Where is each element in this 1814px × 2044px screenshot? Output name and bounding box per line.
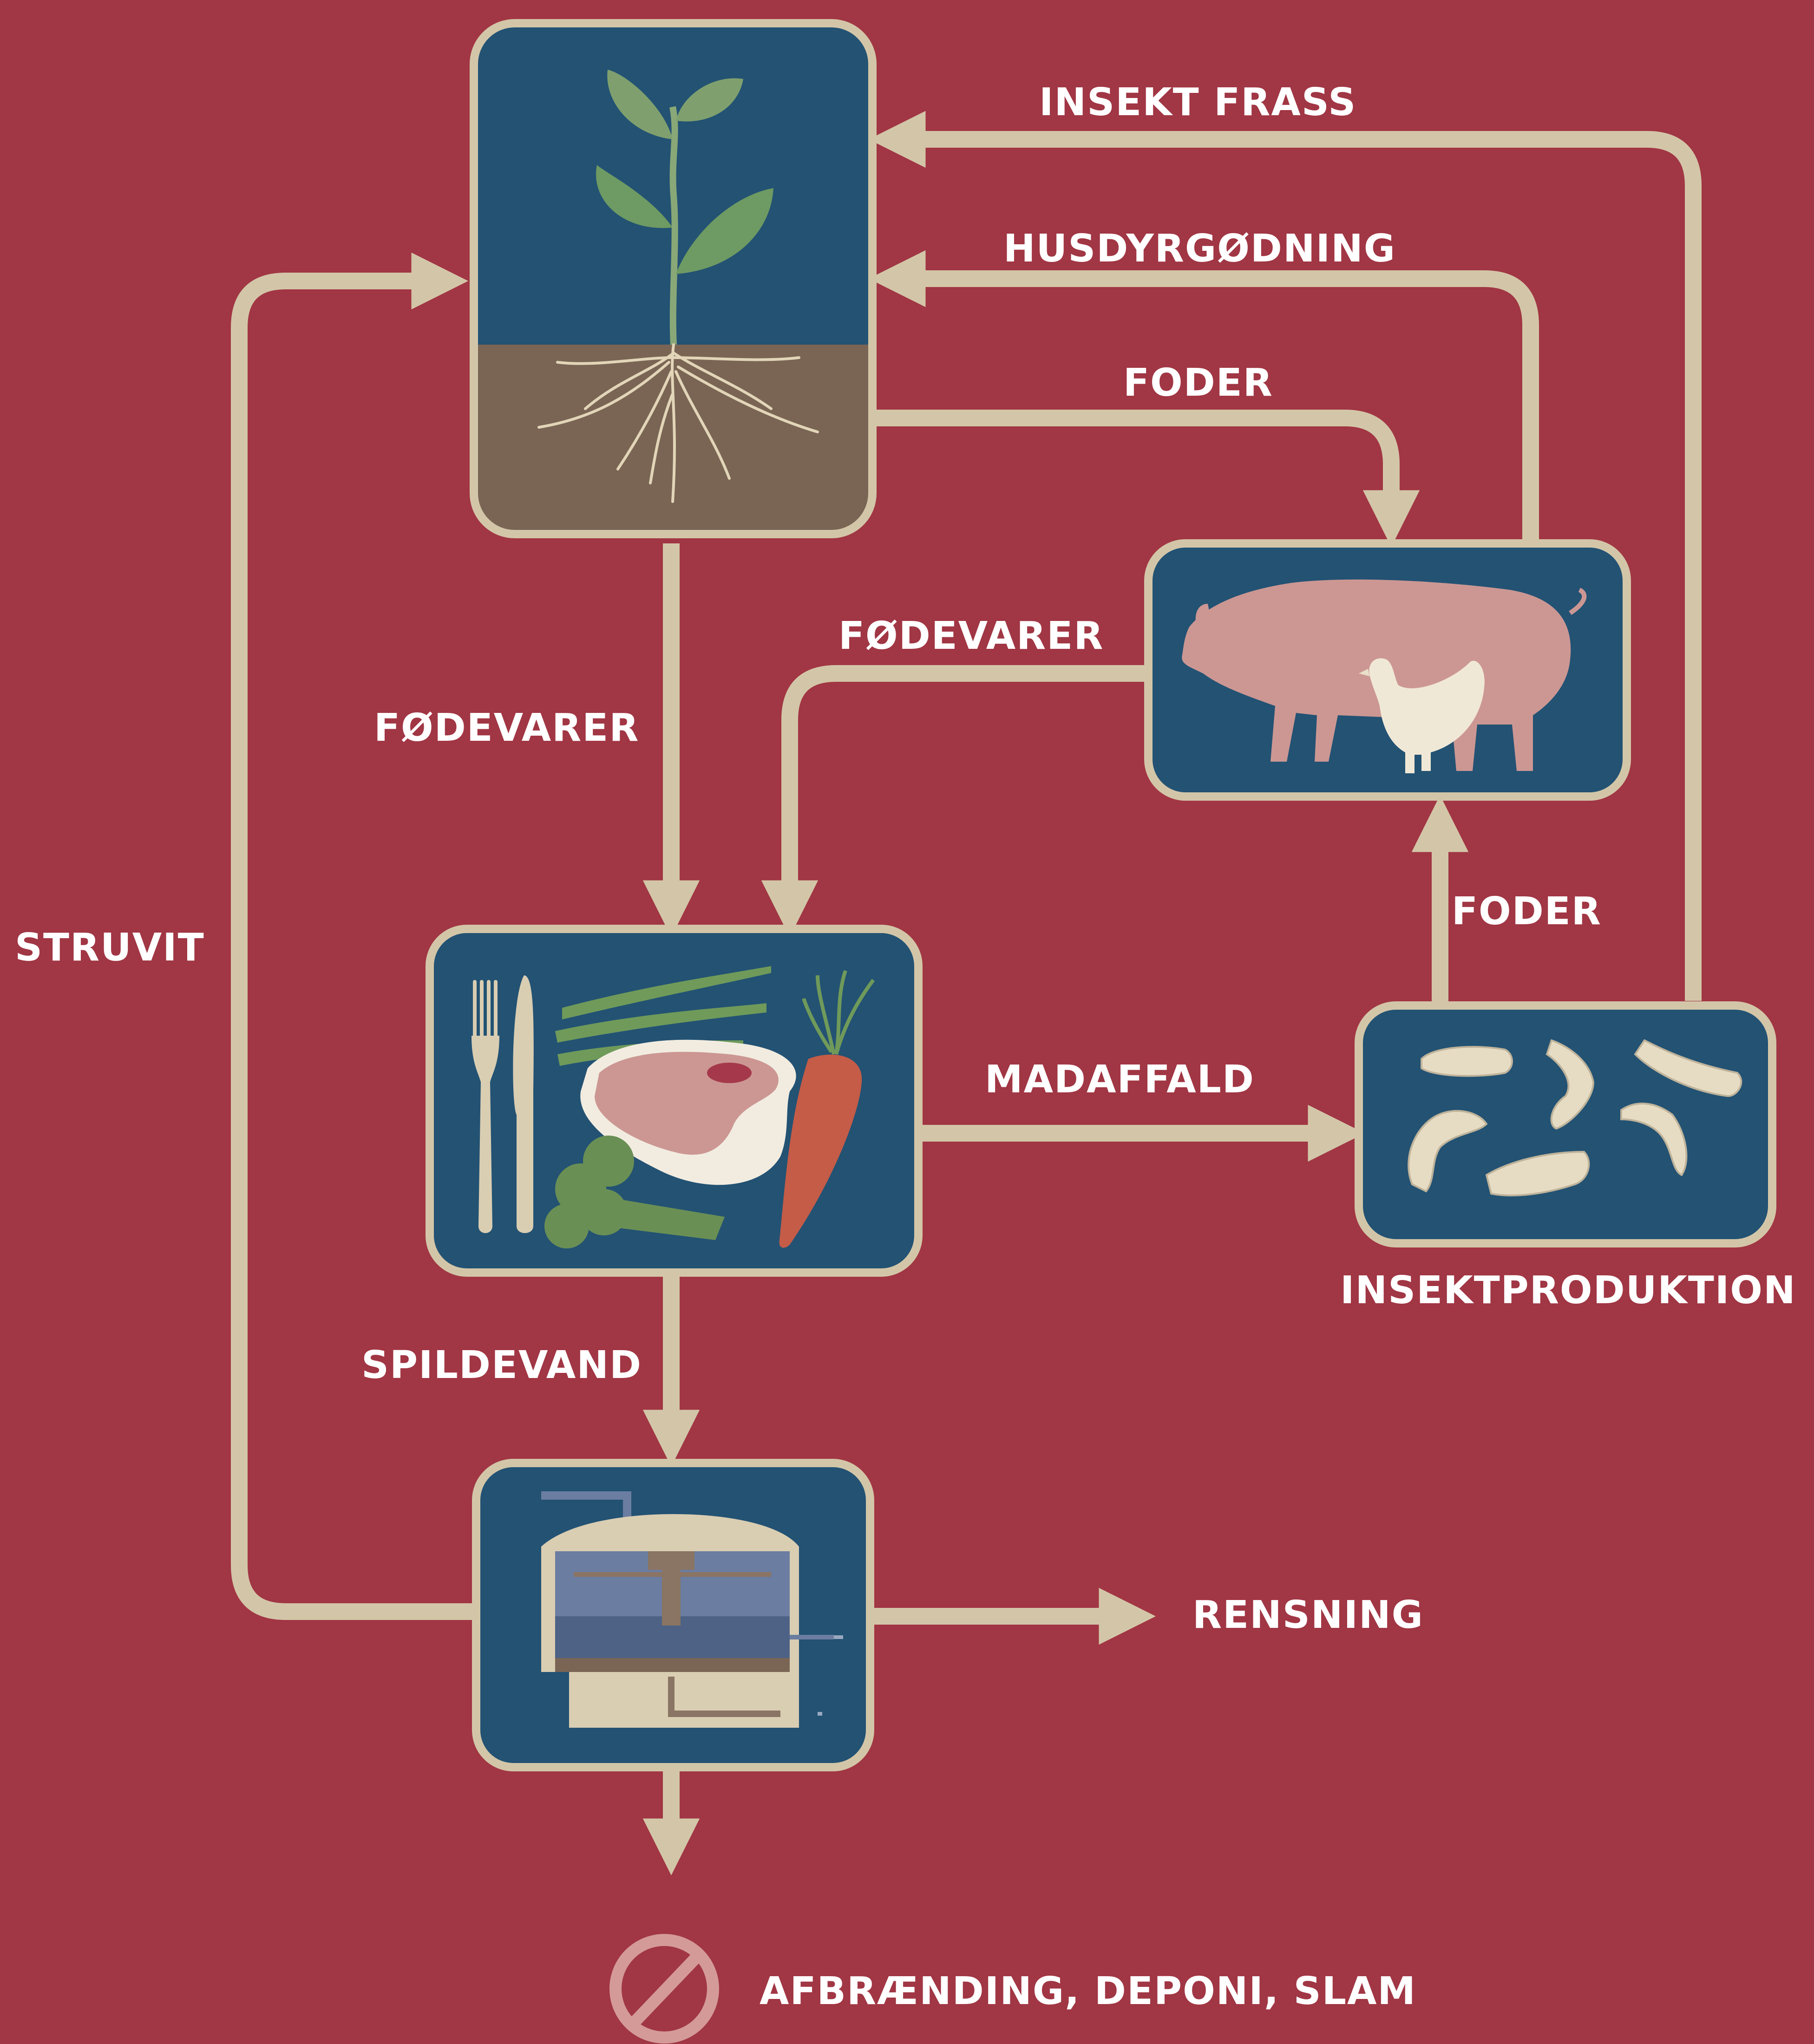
label-rensning: RENSNING <box>1192 1593 1424 1637</box>
arrow-insekt-frass <box>869 111 1702 1001</box>
arrow-fodevarer-livestock-to-food <box>761 665 1147 937</box>
arrow-foder-to-livestock <box>876 410 1420 547</box>
arrow-husdyrgodning <box>869 250 1539 543</box>
label-insektproduktion: INSEKTPRODUKTION <box>1340 1268 1796 1313</box>
plants-box <box>470 19 877 538</box>
wastewater-treatment-box <box>472 1459 874 1771</box>
label-husdyrgodning: HUSDYRGØDNING <box>1003 227 1396 271</box>
label-afbraending: AFBRÆNDING, DEPONI, SLAM <box>760 1969 1416 2013</box>
label-foder-top: FODER <box>1123 361 1273 405</box>
label-madaffald: MADAFFALD <box>985 1058 1255 1102</box>
arrow-struvit <box>231 252 476 1620</box>
label-struvit: STRUVIT <box>15 926 205 970</box>
label-foder-insect: FODER <box>1452 889 1602 934</box>
treatment-tank-icon <box>541 1491 843 1728</box>
pig-and-chicken-icon <box>1182 579 1587 773</box>
label-insekt-frass: INSEKT FRASS <box>1039 80 1356 124</box>
insect-larvae-icon <box>1408 1039 1742 1196</box>
prohibited-icon <box>609 1934 719 2044</box>
label-spildevand: SPILDEVAND <box>361 1343 642 1387</box>
label-fodevarer-left: FØDEVARER <box>374 706 639 750</box>
food-box <box>426 925 923 1277</box>
plant-with-roots-icon <box>537 70 819 503</box>
insects-box <box>1355 1001 1776 1247</box>
livestock-box <box>1144 539 1631 801</box>
food-plate-icon <box>472 966 875 1248</box>
label-fodevarer-right: FØDEVARER <box>838 614 1104 658</box>
